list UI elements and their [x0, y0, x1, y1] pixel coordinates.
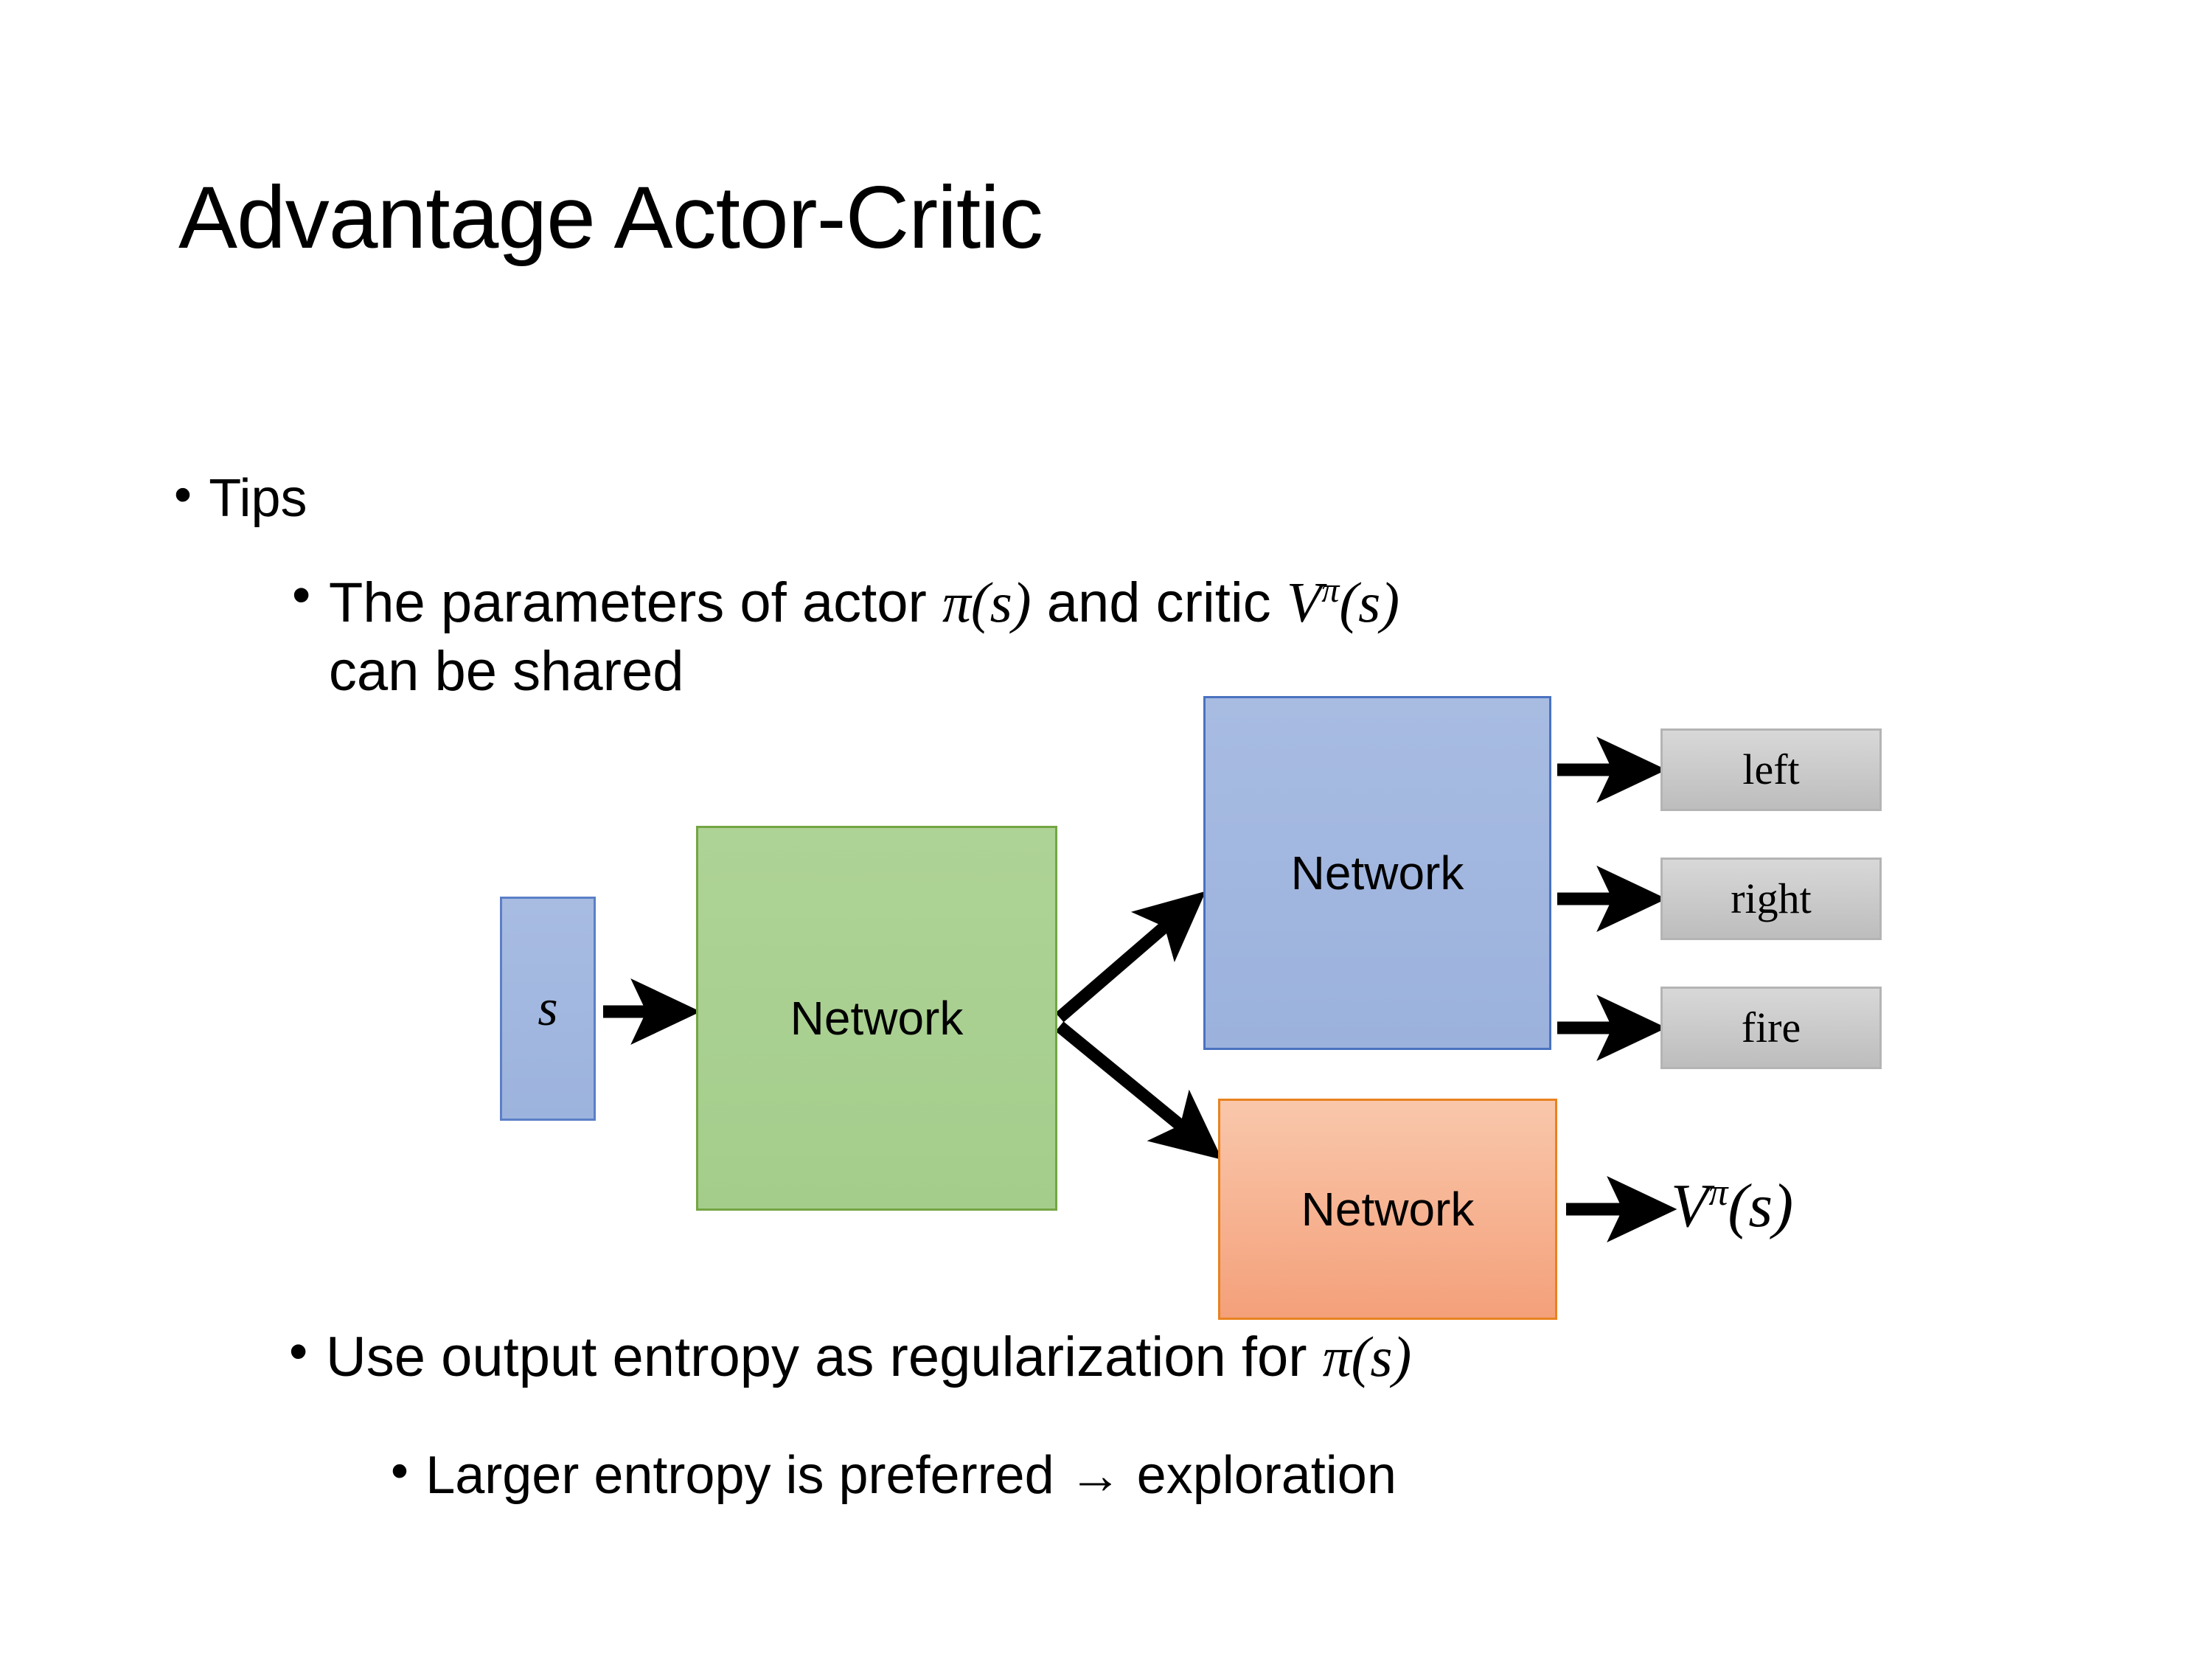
node-state-label: s [538, 980, 558, 1037]
bullet-larger-entropy: • Larger entropy is preferred → explorat… [391, 1445, 1397, 1506]
node-actor-network-label: Network [1290, 846, 1464, 900]
math-actor-policy: π(s) [1322, 1325, 1412, 1388]
node-value-output: Vπ(s) [1671, 1172, 1794, 1240]
bullet-larger-entropy-label: Larger entropy is preferred → exploratio… [425, 1446, 1397, 1505]
node-action-left: left [1660, 728, 1882, 811]
bullet-entropy-label: Use output entropy as regularization for… [326, 1324, 1411, 1390]
bullet-marker-icon: • [391, 1443, 408, 1500]
arrow-shared-to-critic [1055, 1021, 1222, 1160]
value-output-superscript: π [1708, 1172, 1728, 1214]
math-actor-policy: π(s) [942, 571, 1032, 634]
node-shared-network: Network [696, 826, 1057, 1211]
bullet-shared-parameters: • The parameters of actor π(s) and criti… [292, 568, 1767, 706]
bullet-tips: • Tips [174, 469, 307, 529]
bullet-marker-icon: • [174, 467, 192, 524]
node-action-right-label: right [1731, 874, 1812, 922]
node-state-input: s [500, 897, 596, 1121]
math-critic-argument: (s) [1339, 571, 1400, 634]
bullet-marker-icon: • [292, 566, 311, 625]
shared-parameters-prefix: The parameters of actor [328, 571, 942, 634]
bullet-entropy-regularization: • Use output entropy as regularization f… [289, 1324, 1411, 1390]
page-title: Advantage Actor-Critic [178, 168, 1043, 267]
node-shared-network-label: Network [790, 992, 964, 1045]
node-action-right: right [1660, 858, 1882, 940]
node-action-fire-label: fire [1741, 1004, 1801, 1051]
arrow-shared-to-actor [1055, 891, 1206, 1023]
value-output-base: V [1671, 1172, 1709, 1240]
value-output-argument: (s) [1728, 1172, 1794, 1240]
math-critic-base: V [1286, 571, 1322, 634]
entropy-prefix: Use output entropy as regularization for [325, 1326, 1323, 1388]
shared-parameters-middle: and critic [1031, 571, 1287, 634]
math-critic-value: Vπ(s) [1287, 571, 1399, 634]
bullet-shared-parameters-label: The parameters of actor π(s) and critic … [329, 568, 1399, 706]
bullet-marker-icon: • [289, 1322, 308, 1382]
bullet-tips-label: Tips [209, 469, 307, 528]
node-action-left-label: left [1742, 745, 1800, 793]
math-critic-superscript: π [1321, 571, 1340, 611]
node-critic-network-label: Network [1301, 1183, 1475, 1236]
node-critic-network: Network [1218, 1099, 1557, 1320]
node-action-fire: fire [1660, 987, 1882, 1069]
node-actor-network: Network [1203, 696, 1551, 1050]
shared-parameters-second-line: can be shared [328, 639, 684, 703]
